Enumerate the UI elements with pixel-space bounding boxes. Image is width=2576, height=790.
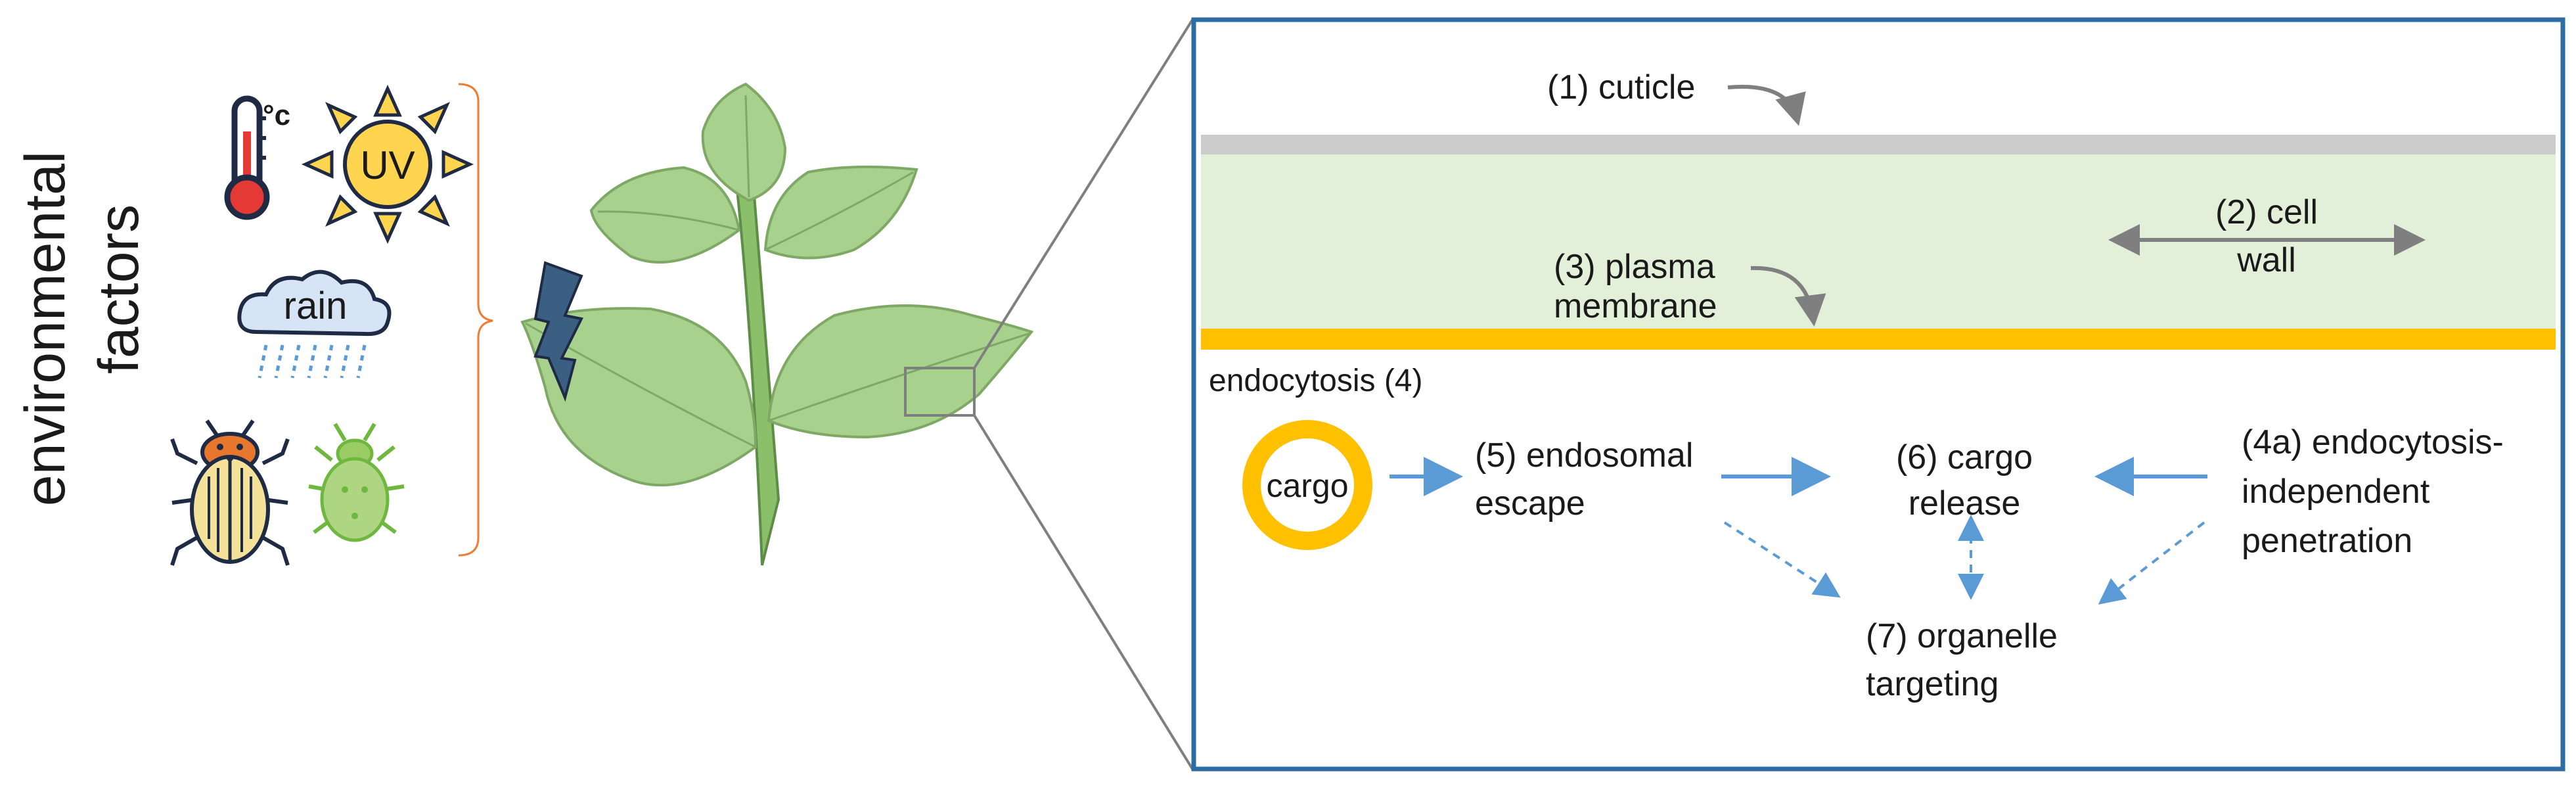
plant-stem <box>734 169 780 566</box>
cargo-release-line-1: (6) cargo <box>1896 438 2033 476</box>
title-line-1: environmental <box>14 151 77 506</box>
cargo-release-line-2: release <box>1909 484 2021 523</box>
cuticle-label: (1) cuticle <box>1547 68 1695 106</box>
uv-label: UV <box>360 143 415 187</box>
arrow-independent-to-targeting <box>2098 521 2205 605</box>
cargo-vesicle <box>1242 420 1372 550</box>
plasma-membrane-label-line-1: (3) plasma <box>1554 248 1715 286</box>
beetle-icon <box>170 419 290 566</box>
cell-wall-label-line-2: wall <box>2236 241 2296 279</box>
thermometer-icon: °c <box>224 95 290 220</box>
organelle-targeting-line-1: (7) organelle <box>1866 617 2058 655</box>
independent-penetration-line-1: (4a) endocytosis- <box>2242 423 2504 461</box>
rain-cloud-icon: rain <box>237 269 392 379</box>
temperature-unit: °c <box>263 99 290 131</box>
organelle-targeting-line-2: targeting <box>1866 665 1999 703</box>
cuticle-arrow <box>1727 85 1806 126</box>
rain-label: rain <box>284 285 348 327</box>
aphid-icon <box>308 423 405 542</box>
independent-penetration-line-2: independent <box>2242 473 2430 511</box>
title-line-2: factors <box>87 204 150 374</box>
endosomal-escape-line-1: (5) endosomal <box>1475 436 1693 475</box>
leaf-lower-left <box>520 307 757 487</box>
leaf-lower-right <box>767 304 1034 439</box>
leaf-top <box>701 82 787 202</box>
factors-brace <box>458 83 493 557</box>
plant-illustration <box>520 82 1034 566</box>
plasma-membrane-layer <box>1201 329 2556 350</box>
zoom-connector-bottom <box>973 414 1194 770</box>
cargo-label: cargo <box>1266 467 1348 504</box>
independent-penetration-line-3: penetration <box>2242 522 2412 560</box>
arrow-escape-to-targeting <box>1723 521 1841 598</box>
sun-icon: UV <box>301 84 474 244</box>
zoom-connector-top <box>973 18 1194 369</box>
cell-wall-label-line-1: (2) cell <box>2215 193 2318 231</box>
plasma-membrane-label-line-2: membrane <box>1554 287 1717 325</box>
plasma-membrane-arrow <box>1750 266 1826 327</box>
zoom-selection-box <box>904 367 976 417</box>
endosomal-escape-line-2: escape <box>1475 484 1585 523</box>
endocytosis-label: endocytosis (4) <box>1209 363 1422 398</box>
lightning-icon <box>533 261 583 402</box>
environmental-factors-title: environmental factors <box>14 151 150 506</box>
cuticle-layer <box>1201 135 2556 154</box>
